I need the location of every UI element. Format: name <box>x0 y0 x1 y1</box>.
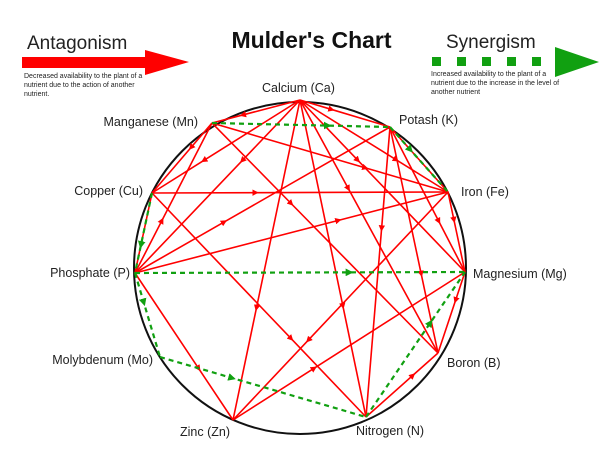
node-label-b: Boron (B) <box>447 356 501 370</box>
synergism-description: Increased availability to the plant of a… <box>431 71 560 96</box>
synergism-label: Synergism <box>446 32 536 53</box>
antagonism-edge-fe-zn <box>232 191 449 421</box>
antagonism-label: Antagonism <box>27 33 128 54</box>
node-label-mn: Manganese (Mn) <box>103 115 199 129</box>
antagonism-edge-ca-cu <box>151 99 301 194</box>
node-label-cu: Copper (Cu) <box>74 184 143 198</box>
node-label-zn: Zinc (Zn) <box>180 425 230 439</box>
node-label-k: Potash (K) <box>399 113 459 127</box>
antagonism-edge-ca-b <box>299 99 439 354</box>
synergism-edge-cu-p <box>133 192 154 274</box>
antagonism-edge-ca-zn <box>232 99 301 421</box>
antagonism-edge-mn-cu <box>151 122 213 194</box>
antagonism-edge-fe-mg <box>447 191 466 273</box>
antagonism-edge-k-n <box>365 126 391 418</box>
nutrient-circle <box>133 101 467 435</box>
antagonism-edge-ca-mg <box>299 99 466 273</box>
antagonism-edge-p-k <box>134 126 391 274</box>
node-label-mo: Molybdenum (Mo) <box>52 353 153 367</box>
antagonism-edge-mn-b <box>211 122 439 354</box>
antagonism-edge-ca-k <box>299 99 391 128</box>
antagonism-edge-p-mn <box>134 122 213 274</box>
antagonism-edge-k-b <box>389 126 439 354</box>
synergism-edge-k-fe <box>389 126 449 193</box>
antagonism-edge-p-fe <box>134 191 449 274</box>
antagonism-edge-cu-n <box>151 192 367 418</box>
antagonism-edge-k-mg <box>389 126 466 273</box>
antagonism-edge-ca-p <box>134 99 301 274</box>
synergism-edge-p-mo <box>133 272 162 358</box>
node-label-p: Phosphate (P) <box>50 266 130 280</box>
synergism-legend-arrow-icon <box>432 47 599 77</box>
antagonism-edge-mn-fe <box>211 122 449 193</box>
antagonism-edge-ca-mn <box>211 99 301 124</box>
synergism-edge-p-mg <box>134 268 466 277</box>
synergism-edge-n-mg <box>365 271 466 418</box>
synergism-edge-mn-k <box>211 121 391 130</box>
antagonism-edge-mg-b <box>437 271 466 354</box>
antagonism-edge-zn-mg <box>232 271 466 421</box>
antagonism-edge-p-zn <box>134 272 234 421</box>
node-label-ca: Calcium (Ca) <box>262 81 335 95</box>
antagonism-edge-n-b <box>365 352 439 418</box>
antagonism-description: Decreased availability to the plant of a… <box>24 73 143 98</box>
antagonism-edge-ca-n <box>299 99 367 418</box>
synergism-edge-mo-n <box>159 355 367 419</box>
chart-title: Mulder's Chart <box>231 27 392 53</box>
antagonism-legend-arrow-icon <box>22 50 189 75</box>
node-label-mg: Magnesium (Mg) <box>473 267 567 281</box>
node-label-n: Nitrogen (N) <box>356 424 425 438</box>
node-label-fe: Iron (Fe) <box>461 185 509 199</box>
